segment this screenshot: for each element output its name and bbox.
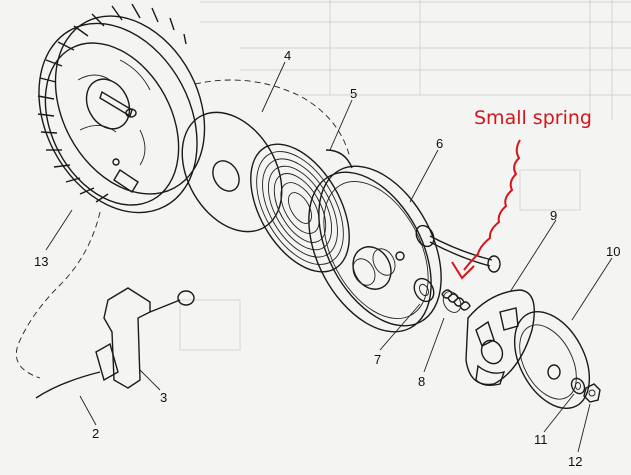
flywheel-part-13 (37, 3, 206, 214)
ratchet-part-9 (465, 289, 535, 387)
callout-2: 2 (92, 426, 99, 441)
rope-route-dashed (15, 79, 351, 379)
callout-7: 7 (374, 352, 381, 367)
callout-9: 9 (550, 208, 557, 223)
small-spring-part-8 (441, 289, 471, 313)
annotation-arrow (451, 139, 521, 280)
leader-lines (45, 61, 613, 453)
handle-part-3 (95, 287, 151, 389)
nut-part-12 (583, 383, 601, 403)
cover-plate-part-10 (513, 310, 591, 410)
small-washer-part-7 (413, 277, 435, 303)
background-table-ghost (179, 0, 631, 351)
callout-4: 4 (284, 48, 291, 63)
recoil-spring-part-5 (250, 143, 353, 273)
callout-3: 3 (160, 390, 167, 405)
callout-8: 8 (418, 374, 425, 389)
callout-6: 6 (436, 136, 443, 151)
washer-part-4 (181, 111, 283, 233)
washer-part-11 (570, 377, 586, 395)
callout-10: 10 (606, 244, 620, 259)
callout-13: 13 (34, 254, 48, 269)
rope-part-2 (35, 290, 195, 399)
callout-5: 5 (350, 86, 357, 101)
callout-12: 12 (568, 454, 582, 469)
annotation-label: Small spring (474, 107, 592, 129)
callout-11: 11 (534, 432, 548, 447)
pulley-part-6 (308, 165, 501, 333)
